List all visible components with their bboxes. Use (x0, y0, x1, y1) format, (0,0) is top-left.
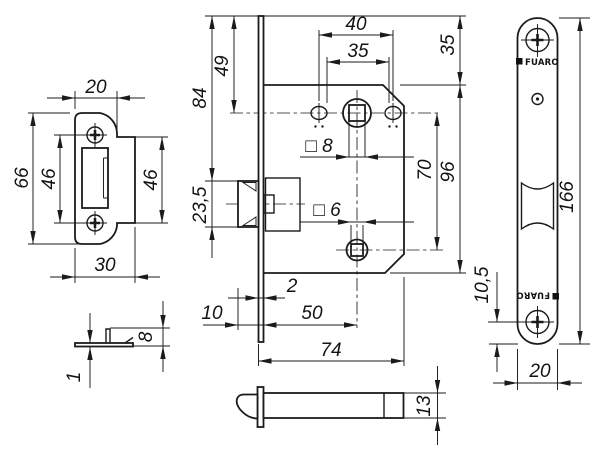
latch-follower-box (264, 177, 301, 232)
lock-body-top-view: 13 (235, 366, 446, 445)
dim-wc-square: □ 6 (313, 200, 341, 221)
phillips-cross-icon (531, 316, 544, 328)
dim-top-to-latch: 84 (190, 87, 211, 108)
dim-backset: 50 (301, 303, 323, 324)
dim-hole-span: 40 (345, 14, 367, 35)
dim-hole-span-inner: 35 (347, 41, 369, 62)
strike-profile-tab (105, 328, 111, 343)
dim-strike-wing-height: 46 (141, 169, 162, 191)
strike-latch-hole (81, 147, 109, 209)
dim-strike-height: 66 (12, 167, 33, 189)
faceplate-pin-hole (531, 92, 544, 106)
lock-body-view: 40 35 84 49 23,5 □ 8 □ 6 35 96 70 2 10 5… (190, 14, 466, 366)
centerlines (226, 90, 443, 328)
strike-tab-detail (103, 157, 108, 199)
dim-strike-thickness: 1 (64, 372, 85, 383)
dim-top-to-spindle: 49 (212, 55, 233, 77)
strike-dimension-lines (28, 91, 168, 283)
spindle-hub (342, 98, 372, 128)
brand-logo-bottom-inverted: FUARO (516, 290, 559, 300)
brand-logo-text: FUARO (525, 58, 559, 68)
dim-latch-height: 23,5 (190, 186, 211, 224)
dim-strike-tab-height: 8 (136, 331, 157, 342)
brand-logo-top: FUARO (516, 58, 559, 68)
faceplate-front-view: FUARO FUARO 166 10,5 20 (472, 17, 590, 390)
wc-hub (345, 238, 369, 262)
dim-faceplate-width: 20 (528, 361, 551, 382)
dim-case-depth: 74 (320, 340, 341, 361)
strike-profile-plate (74, 342, 134, 348)
latch-spring-box (263, 194, 275, 214)
brand-logo-text: FUARO (516, 290, 550, 300)
dim-screw-to-end: 10,5 (472, 266, 493, 303)
dim-faceplate-length: 166 (557, 181, 578, 213)
dim-center-distance: 70 (415, 159, 436, 181)
dim-strike-hole-spacing: 46 (39, 168, 60, 190)
dim-case-thickness: 13 (414, 395, 435, 417)
lock-case-outline (263, 84, 405, 274)
latch-top-profile (235, 393, 259, 420)
strike-plate-front-view: 20 66 46 46 30 (12, 77, 168, 283)
faceplate-screw-top (525, 27, 550, 53)
faceplate-pin-dot (535, 97, 540, 101)
dim-strike-bottom-width: 30 (94, 255, 116, 276)
top-view-dimension-lines (403, 366, 446, 445)
strike-profile-lip (124, 336, 134, 344)
dim-latch-projection: 10 (201, 303, 223, 324)
dim-spindle-square: □ 8 (305, 136, 333, 157)
spindle-square-hole (348, 104, 366, 122)
strike-plate-outline (74, 112, 136, 245)
latch-bevel-marks (241, 182, 257, 226)
strike-plate-side-view: 8 1 (64, 301, 170, 388)
body-dimension-lines (203, 15, 466, 366)
case-top-outline (262, 392, 405, 419)
fixing-hole-dots (314, 125, 398, 128)
faceplate-edge (257, 15, 265, 343)
latch-bolt-head (237, 180, 260, 228)
dim-plate-thickness: 2 (286, 276, 298, 297)
dim-case-height: 96 (438, 161, 459, 183)
fixing-hole-ticks (318, 103, 394, 123)
faceplate-dimension-lines (488, 17, 590, 390)
phillips-cross-icon (531, 34, 544, 46)
faceplate-outline (516, 17, 559, 345)
wc-square-hole (350, 243, 364, 257)
dim-plate-overhang: 35 (438, 34, 459, 56)
strike-profile-dimension-lines (87, 301, 170, 388)
faceplate-latch-cutout (520, 181, 555, 231)
dim-strike-top-width: 20 (84, 77, 107, 98)
